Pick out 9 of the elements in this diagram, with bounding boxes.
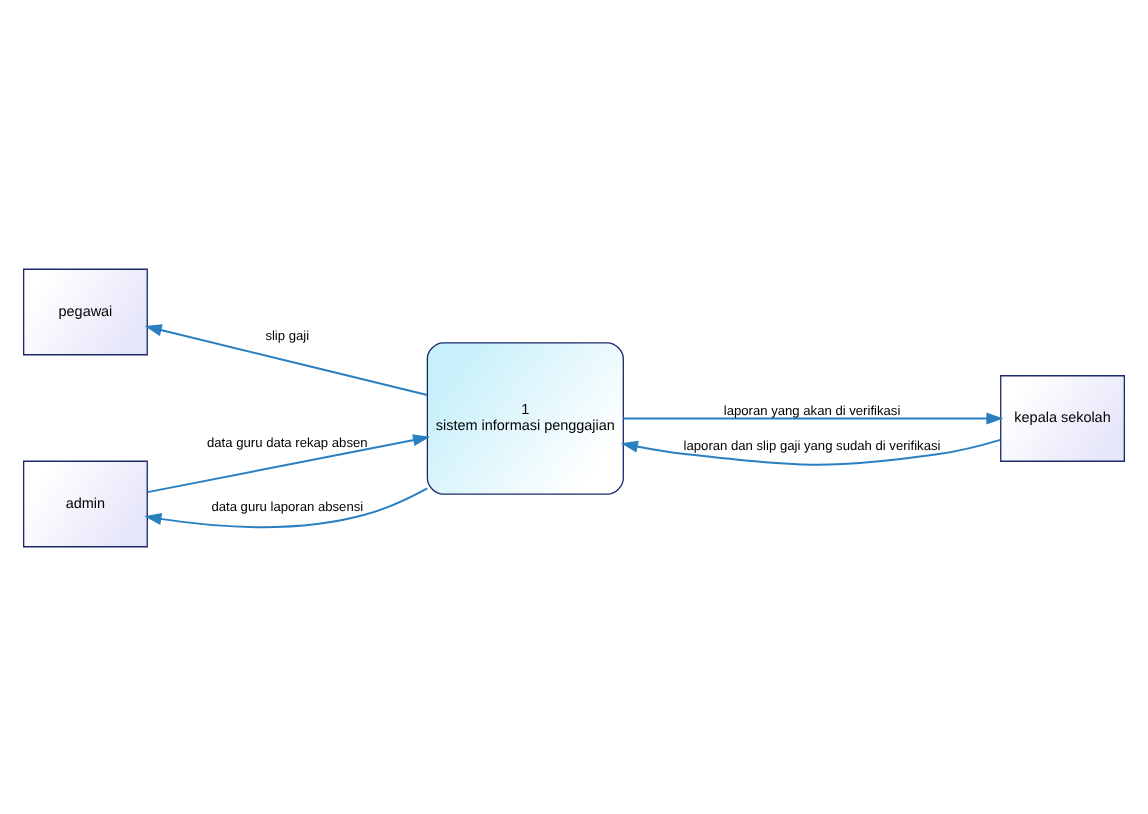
node-box: pegawai xyxy=(23,267,148,355)
node-box: kepala sekolah xyxy=(1000,374,1125,461)
arrow xyxy=(620,437,1002,465)
arrow xyxy=(144,486,429,527)
node-box: 1 sistem informasi penggajian xyxy=(426,341,624,494)
arrow xyxy=(622,411,1004,424)
arrow xyxy=(144,323,429,395)
node-box: admin xyxy=(23,459,148,547)
arrow xyxy=(146,433,431,493)
